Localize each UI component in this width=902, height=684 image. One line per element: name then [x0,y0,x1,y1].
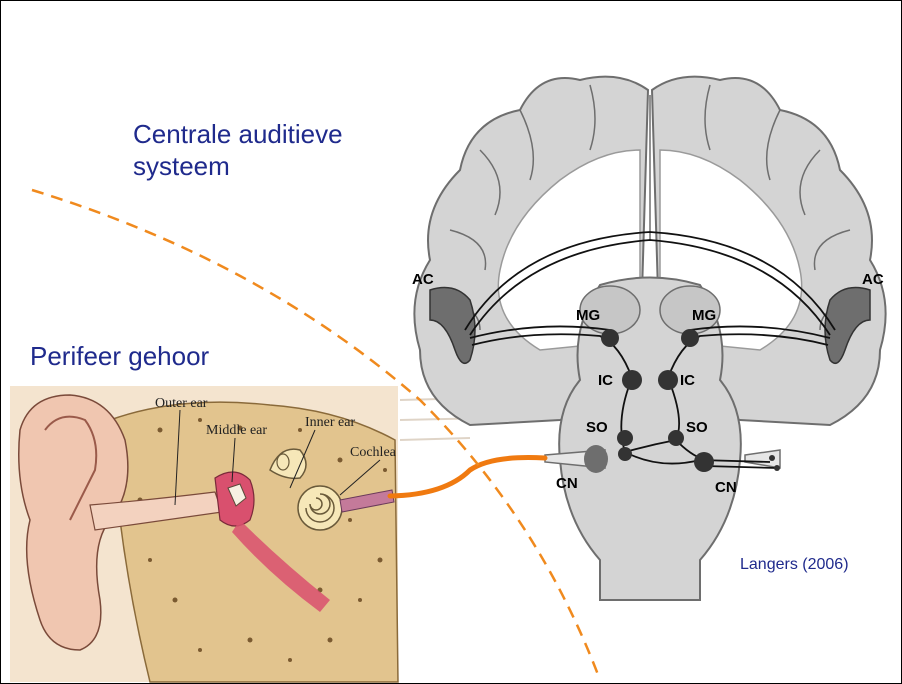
left-cochlear-nucleus [584,445,608,473]
cn-right-label: CN [715,479,737,496]
mg-left-label: MG [576,307,600,324]
ear-illustration: Outer ear Middle ear Inner ear Cochlea [10,386,490,682]
cochlea-label: Cochlea [350,445,397,460]
ear-to-brain-connector [390,458,545,497]
citation: Langers (2006) [740,556,849,574]
peripheral-hearing-title: Perifeer gehoor [30,340,209,372]
brain-diagram: AC AC MG MG IC IC SO SO CN CN [412,77,886,600]
ic-right-label: IC [680,372,695,389]
cn-left-label: CN [556,475,578,492]
ic-left-label: IC [598,372,613,389]
so-left-label: SO [586,419,608,436]
middle-ear-label: Middle ear [206,423,267,438]
mg-right-label: MG [692,307,716,324]
ac-right-label: AC [862,271,884,288]
outer-ear-label: Outer ear [155,396,208,411]
ac-left-label: AC [412,271,434,288]
inner-ear-label: Inner ear [305,415,355,430]
so-right-label: SO [686,419,708,436]
